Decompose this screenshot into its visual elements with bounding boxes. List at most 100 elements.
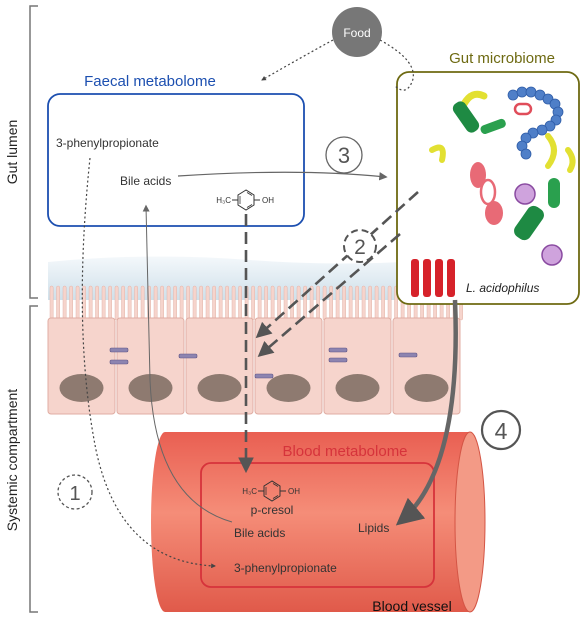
microvillus <box>108 285 112 321</box>
microvillus <box>160 285 164 321</box>
blood-metabolome-box <box>200 462 435 588</box>
yellow-bacterium-icon <box>429 144 446 163</box>
microvillus <box>342 285 346 321</box>
microvillus <box>127 285 132 321</box>
microvillus <box>231 285 236 321</box>
faecal-phenylpropionate: 3-phenylpropionate <box>56 136 159 150</box>
chain-coccus <box>507 89 519 101</box>
chain-coccus <box>525 86 537 98</box>
microvillus <box>368 285 372 321</box>
microvillus <box>186 285 190 321</box>
yellow-bacterium-icon <box>460 90 488 108</box>
microvillus <box>225 285 229 321</box>
microvillus <box>114 285 119 321</box>
microvillus <box>82 285 86 321</box>
marker-2-circle <box>343 229 377 263</box>
microvillus <box>283 285 288 321</box>
microvillus <box>173 285 177 321</box>
faecal-metabolome-title: Faecal metabolome <box>84 73 216 90</box>
epithelial-cells <box>47 317 461 415</box>
microvillus <box>309 285 314 321</box>
microvillus <box>199 285 203 321</box>
microvillus <box>192 285 197 321</box>
bacteria-cluster <box>429 86 576 266</box>
chain-coccus <box>516 86 528 98</box>
microvillus <box>257 285 262 321</box>
marker-2-label: 2 <box>354 236 366 259</box>
tight-junction <box>328 347 348 353</box>
microvillus <box>270 285 275 321</box>
microvillus <box>355 285 359 321</box>
chem-methyl-blood: H₃C <box>242 487 257 496</box>
microvillus <box>264 285 268 321</box>
food-label: Food <box>343 26 370 40</box>
microvillus <box>381 285 385 321</box>
arrow-1-dotted <box>81 157 216 569</box>
blood-lipids: Lipids <box>358 521 389 535</box>
chain-coccus <box>520 148 532 160</box>
tight-junction <box>328 357 348 363</box>
blood-p-cresol: p-cresol <box>251 503 294 517</box>
microvillus <box>361 285 366 321</box>
purple-virus-icon <box>514 183 536 205</box>
microvillus <box>166 285 171 321</box>
faecal-bile-acids: Bile acids <box>120 174 171 188</box>
microvillus <box>348 285 353 321</box>
cell-nucleus <box>197 374 242 402</box>
microvillus <box>49 285 54 321</box>
microvillus <box>251 285 255 321</box>
yellow-bacterium-icon <box>545 133 557 169</box>
red-cocci-icon <box>513 102 533 116</box>
bile-acids-recirculation-arrow <box>142 204 233 523</box>
chem-hydroxyl-blood: OH <box>288 487 300 496</box>
microvillus <box>56 285 60 321</box>
green-rod-bacterium-icon <box>514 205 544 241</box>
cell-nucleus <box>404 374 449 402</box>
microvillus <box>153 285 158 321</box>
p-cresol-structure-top <box>232 189 260 211</box>
yellow-bacterium-icon <box>565 147 576 173</box>
microvillus <box>62 285 67 321</box>
marker-4-label: 4 <box>495 418 508 444</box>
microvillus <box>88 285 93 321</box>
tight-junction <box>254 373 274 379</box>
marker-1-label: 1 <box>69 483 80 505</box>
arrow-4-thick <box>395 299 458 526</box>
l-acidophilus-rods <box>411 259 455 297</box>
microvillus <box>101 285 106 321</box>
faecal-metabolome-box <box>47 93 305 227</box>
green-rod-bacterium-icon <box>480 118 506 135</box>
marker-3-label: 3 <box>338 143 350 168</box>
purple-virus-icon <box>541 244 563 266</box>
blood-metabolome-title: Blood metabolome <box>282 443 407 460</box>
red-bacterium-icon <box>479 178 497 206</box>
tight-junction <box>178 353 198 359</box>
tight-junction <box>109 359 129 365</box>
microvillus <box>212 285 216 321</box>
microvillus <box>69 285 73 321</box>
blood-phenylpropionate: 3-phenylpropionate <box>234 561 337 575</box>
chem-hydroxyl-top: OH <box>262 196 274 205</box>
microvillus <box>179 285 184 321</box>
blue-chain-bacterium-icon <box>507 86 564 160</box>
arrow-3-line <box>177 171 388 181</box>
compartment-brackets <box>29 5 38 613</box>
marker-3-circle <box>325 136 363 174</box>
blood-bile-acids: Bile acids <box>234 526 285 540</box>
microvillus <box>329 285 333 321</box>
blood-vessel-label: Blood vessel <box>372 598 451 614</box>
green-rod-bacterium-icon <box>452 101 480 133</box>
food-to-faecal-dotted-arrow <box>261 39 334 81</box>
p-cresol-structure-blood <box>258 480 286 502</box>
microvillus <box>75 285 80 321</box>
gut-lumen-label: Gut lumen <box>4 120 20 185</box>
microvillus <box>205 285 210 321</box>
cell-nucleus <box>266 374 311 402</box>
marker-4-circle <box>480 409 522 451</box>
food-circle <box>332 7 382 57</box>
microvillus <box>140 285 145 321</box>
tight-junction <box>398 352 418 358</box>
microvillus <box>238 285 242 321</box>
food-to-microbiome-dotted-arrow <box>379 39 414 91</box>
